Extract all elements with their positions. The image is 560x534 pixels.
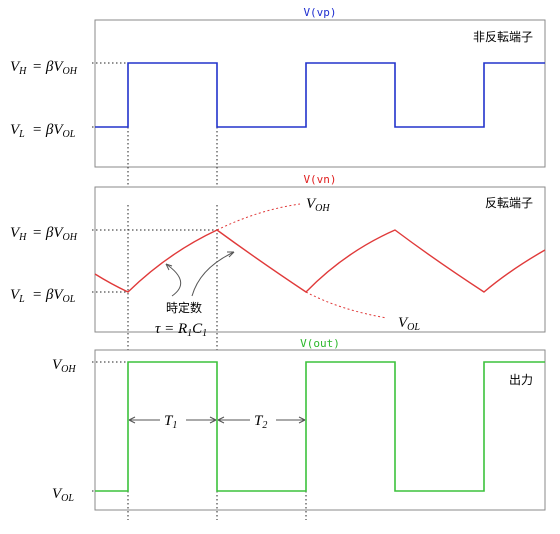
tau-arrow-right (191, 251, 235, 297)
t2-arrowhead-left (217, 416, 225, 424)
panel-out-title: V(out) (300, 337, 340, 350)
t2-arrowhead-right (298, 416, 306, 424)
svg-text:= βVOL: = βVOL (32, 287, 76, 305)
panel-vp-title: V(vp) (303, 6, 336, 19)
panel-vn-frame (94, 186, 546, 333)
time-constant-label: 時定数 (166, 300, 202, 315)
svg-text:= βVOL: = βVOL (32, 122, 76, 140)
panel-vn-tag: 反転端子 (485, 196, 533, 210)
panel-vp-frame (94, 19, 546, 168)
t2-label: T2 (254, 413, 267, 431)
vn-vol-label: VOL (398, 315, 420, 333)
svg-text:VH: VH (10, 225, 27, 243)
svg-text:= βVOH: = βVOH (32, 225, 78, 243)
out-vol-label: VOL (52, 486, 74, 504)
panel-out: V(out) 出力 T1 T2 VOH VOL (52, 337, 546, 520)
tau-arrowhead-right (227, 251, 235, 258)
t1-arrowhead-right (209, 416, 217, 424)
vp-low-level-label: VL = βVOL (10, 122, 76, 140)
panel-out-frame (94, 349, 546, 511)
vp-square-wave (95, 62, 545, 128)
tau-arrow-left (165, 263, 182, 297)
panel-vn: V(vn) 反転端子 時定数 τ = R1C1 VOH VOL VH = βVO… (10, 173, 546, 352)
tau-label: τ = R1C1 (155, 321, 207, 339)
svg-text:= βVOH: = βVOH (32, 59, 78, 77)
vn-low-level-label: VL = βVOL (10, 287, 76, 305)
vn-high-level-label: VH = βVOH (10, 225, 78, 243)
panel-vp-tag: 非反転端子 (473, 30, 533, 44)
vn-voh-label: VOH (306, 196, 330, 214)
panel-vn-title: V(vn) (303, 173, 336, 186)
tau-arrowhead-left (165, 263, 173, 271)
t1-arrowhead-left (128, 416, 136, 424)
svg-text:VL: VL (10, 287, 25, 305)
panel-vp: V(vp) 非反転端子 VH = βVOH VL = βVOL (10, 6, 546, 185)
svg-text:VL: VL (10, 122, 25, 140)
svg-text:VH: VH (10, 59, 27, 77)
out-square-wave (95, 361, 545, 492)
out-voh-label: VOH (52, 357, 76, 375)
t1-label: T1 (164, 413, 177, 431)
vp-high-level-label: VH = βVOH (10, 59, 78, 77)
panel-out-tag: 出力 (509, 373, 533, 387)
